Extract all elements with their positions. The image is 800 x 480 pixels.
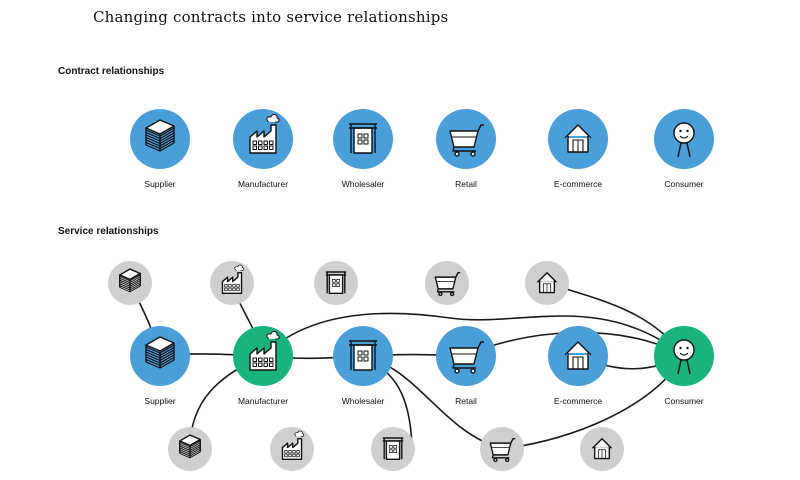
house-icon bbox=[564, 341, 592, 370]
warehouse-icon bbox=[349, 123, 377, 154]
node-label: Retail bbox=[455, 179, 477, 189]
node-label: Retail bbox=[455, 396, 477, 406]
smiley-person-icon bbox=[673, 122, 695, 158]
node-wholesaler-s3: Wholesaler bbox=[333, 326, 393, 406]
node-context-t2-t2 bbox=[210, 261, 254, 305]
warehouse-icon bbox=[325, 271, 347, 294]
node-label: Wholesaler bbox=[342, 396, 385, 406]
node-context-b3-b3 bbox=[371, 427, 415, 471]
node-label: E-commerce bbox=[554, 396, 602, 406]
node-manufacturer-s2: Manufacturer bbox=[233, 326, 293, 406]
shopping-cart-icon bbox=[449, 341, 484, 374]
node-supplier-s1: Supplier bbox=[130, 326, 190, 406]
section-heading-contract: Contract relationships bbox=[58, 66, 165, 77]
node-label: Manufacturer bbox=[238, 179, 288, 189]
shopping-cart-icon bbox=[434, 272, 461, 297]
stack-of-papers-icon bbox=[119, 268, 141, 293]
node-context-t3-t3 bbox=[314, 261, 358, 305]
node-context-b2-b2 bbox=[270, 427, 314, 471]
node-label: Wholesaler bbox=[342, 179, 385, 189]
node-retail-c4: Retail bbox=[436, 109, 496, 189]
node-manufacturer-c2: Manufacturer bbox=[233, 109, 293, 189]
stack-of-papers-icon bbox=[145, 336, 175, 369]
node-e-commerce-c5: E-commerce bbox=[548, 109, 608, 189]
node-context-b1-b1 bbox=[168, 427, 212, 471]
factory-icon bbox=[249, 331, 280, 371]
node-label: E-commerce bbox=[554, 179, 602, 189]
page-title: Changing contracts into service relation… bbox=[93, 8, 449, 26]
node-context-b4-b4 bbox=[480, 427, 524, 471]
node-consumer-s6: Consumer bbox=[654, 326, 714, 406]
node-e-commerce-s5: E-commerce bbox=[548, 326, 608, 406]
node-label: Supplier bbox=[144, 179, 175, 189]
warehouse-icon bbox=[382, 437, 404, 460]
factory-icon bbox=[221, 264, 245, 294]
node-supplier-c1: Supplier bbox=[130, 109, 190, 189]
node-context-b5-b5 bbox=[580, 427, 624, 471]
shopping-cart-icon bbox=[489, 438, 516, 463]
house-icon bbox=[564, 124, 592, 153]
node-label: Consumer bbox=[664, 179, 703, 189]
factory-icon bbox=[249, 114, 280, 154]
stack-of-papers-icon bbox=[179, 434, 201, 459]
section-heading-service: Service relationships bbox=[58, 226, 159, 237]
node-context-t1-t1 bbox=[108, 261, 152, 305]
node-context-t4-t4 bbox=[425, 261, 469, 305]
warehouse-icon bbox=[349, 340, 377, 371]
node-consumer-c6: Consumer bbox=[654, 109, 714, 189]
factory-icon bbox=[281, 430, 305, 460]
node-label: Manufacturer bbox=[238, 396, 288, 406]
smiley-person-icon bbox=[673, 339, 695, 375]
node-label: Consumer bbox=[664, 396, 703, 406]
node-retail-s4: Retail bbox=[436, 326, 496, 406]
house-icon bbox=[536, 272, 558, 294]
house-icon bbox=[591, 438, 613, 460]
node-label: Supplier bbox=[144, 396, 175, 406]
shopping-cart-icon bbox=[449, 124, 484, 157]
node-wholesaler-c3: Wholesaler bbox=[333, 109, 393, 189]
connection-line-s2-s6 bbox=[262, 312, 685, 357]
node-context-t5-t5 bbox=[525, 261, 569, 305]
stack-of-papers-icon bbox=[145, 119, 175, 152]
